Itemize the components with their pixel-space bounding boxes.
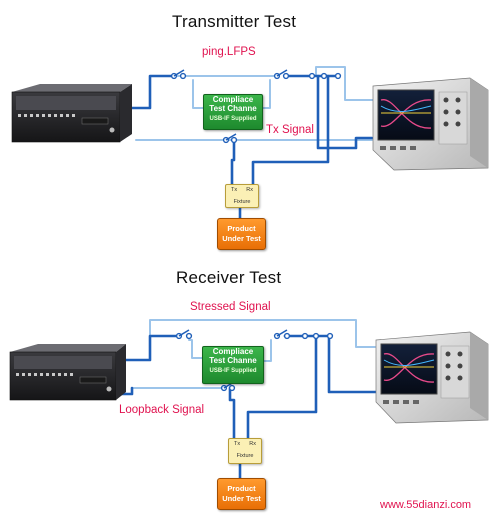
rx-channel-line3: USB-IF Supplied	[209, 368, 257, 374]
rx-fixture-tx-port: Tx	[234, 441, 241, 447]
receiver-test-title: Receiver Test	[176, 268, 282, 287]
tx-product-line1: Product	[227, 224, 256, 233]
rx-fixture-label: Fixture	[236, 453, 254, 459]
ping-lfps-label: ping.LFPS	[202, 46, 256, 58]
tx-compliance-test-channel: Compliace Test Channe USB-IF Supplied	[203, 94, 263, 130]
rx-product-line2: Under Test	[222, 494, 261, 503]
tx-channel-line2: Test Channe	[209, 104, 257, 113]
tx-secondary-cables	[135, 66, 374, 141]
rx-fixture: Tx Rx Fixture	[228, 438, 262, 464]
rx-product-line1: Product	[227, 484, 256, 493]
tx-fixture-tx-port: Tx	[231, 187, 238, 193]
receiver-section	[9, 319, 489, 482]
tx-product-under-test: Product Under Test	[217, 218, 266, 250]
rx-product-under-test: Product Under Test	[217, 478, 266, 510]
rx-compliance-test-channel: Compliace Test Channe USB-IF Supplied	[202, 346, 264, 384]
rx-channel-line2: Test Channe	[209, 356, 257, 365]
tx-channel-line3: USB-IF Supplied	[209, 116, 257, 122]
watermark-text: www.55dianzi.com	[380, 499, 472, 511]
rx-fixture-rx-port: Rx	[249, 441, 256, 447]
rx-secondary-cables	[131, 319, 376, 389]
tx-channel-line1: Compliace	[212, 95, 254, 104]
rx-channel-line1: Compliace	[212, 347, 254, 356]
tx-fixture: Tx Rx Fixture	[225, 184, 259, 208]
loopback-signal-label: Loopback Signal	[119, 404, 205, 416]
tx-signal-label: Tx Signal	[266, 124, 314, 136]
tx-fixture-label: Fixture	[233, 199, 251, 205]
tx-protocol-analyzer	[11, 84, 132, 143]
rx-protocol-analyzer	[9, 344, 126, 401]
stressed-signal-label: Stressed Signal	[190, 301, 271, 313]
tx-oscilloscope	[372, 77, 489, 171]
tx-switch-blades	[173, 69, 288, 141]
tx-fixture-rx-port: Rx	[246, 187, 253, 193]
transmitter-section	[11, 66, 489, 220]
transmitter-test-title: Transmitter Test	[172, 12, 297, 31]
rx-oscilloscope	[375, 331, 489, 424]
tx-product-line2: Under Test	[222, 234, 261, 243]
